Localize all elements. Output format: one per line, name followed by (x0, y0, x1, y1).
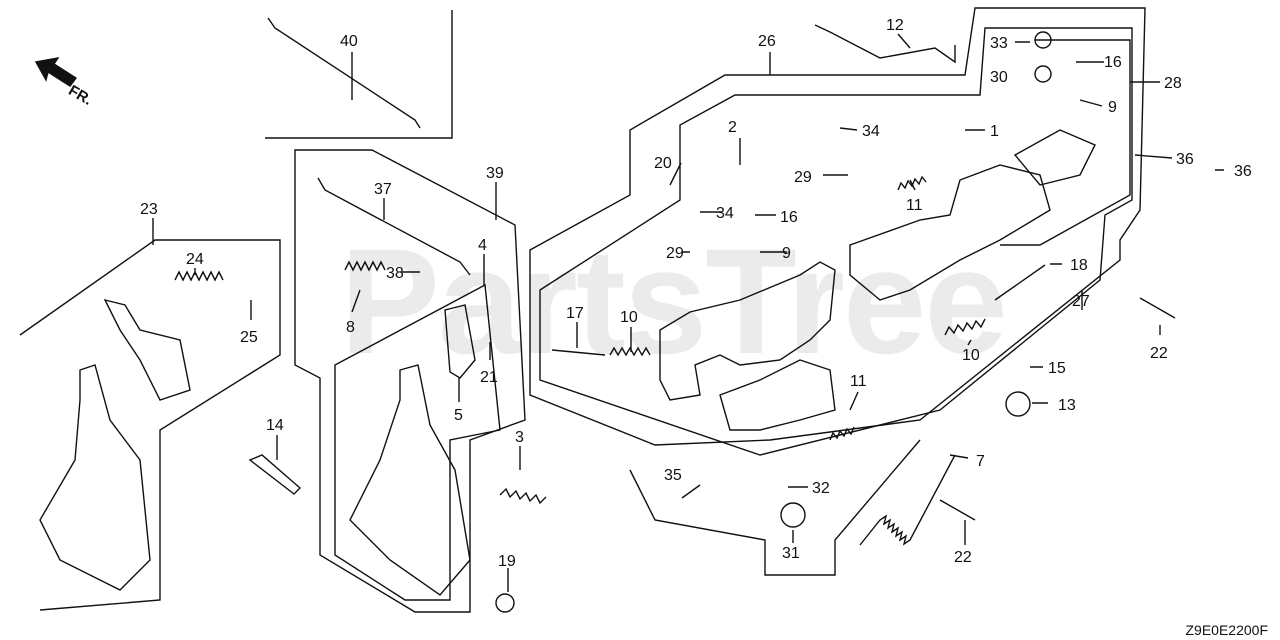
callout-11: 11 (906, 197, 923, 214)
bolt-22b (939, 499, 976, 521)
callout-30: 30 (990, 69, 1008, 86)
callout-13: 13 (1058, 397, 1076, 414)
group-outline-23 (19, 239, 281, 611)
callout-38: 38 (386, 265, 404, 282)
callout-7: 7 (976, 453, 985, 470)
callout-20: 20 (654, 155, 672, 172)
spring-11a (897, 175, 927, 191)
callout-17: 17 (566, 305, 584, 322)
bolt-17 (551, 349, 606, 356)
callout-12: 12 (886, 17, 904, 34)
spring-3 (499, 487, 547, 505)
callout-39: 39 (486, 165, 504, 182)
spring-24 (174, 270, 224, 282)
bracket-23 (103, 298, 191, 401)
callout-33: 33 (990, 35, 1008, 52)
callout-21: 21 (480, 369, 498, 386)
spring-10b (944, 318, 986, 336)
callout-11: 11 (850, 373, 867, 390)
callout-34: 34 (862, 123, 880, 140)
callout-4: 4 (478, 237, 487, 254)
callout-35: 35 (664, 467, 682, 484)
fr-arrow-icon (34, 57, 78, 87)
spring-8 (344, 260, 386, 272)
cap-31 (780, 502, 806, 528)
lower-arm (719, 359, 836, 431)
callout-1: 1 (990, 123, 999, 140)
bolt-22a (1139, 297, 1176, 319)
callout-29: 29 (794, 169, 812, 186)
callout-24: 24 (186, 251, 204, 268)
group-outline-39 (294, 149, 526, 613)
callout-19: 19 (498, 553, 516, 570)
bolt-33 (1034, 31, 1052, 49)
rod-37 (317, 177, 471, 276)
bracket-5 (444, 304, 476, 379)
group-outline-4 (334, 283, 501, 601)
callout-25: 25 (240, 329, 258, 346)
callout-15: 15 (1048, 360, 1066, 377)
callout-37: 37 (374, 181, 392, 198)
callout-22: 22 (1150, 345, 1168, 362)
bolt-18 (994, 264, 1046, 301)
callout-34: 34 (716, 205, 734, 222)
callout-28: 28 (1164, 75, 1182, 92)
callout-2: 2 (728, 119, 737, 136)
callout-3: 3 (515, 429, 524, 446)
pedal-4 (349, 364, 471, 596)
callout-10: 10 (962, 347, 980, 364)
main-bracket (659, 261, 836, 401)
callout-32: 32 (812, 480, 830, 497)
rod-12 (814, 24, 956, 64)
callout-27: 27 (1072, 293, 1090, 310)
callout-36: 36 (1234, 163, 1252, 180)
callout-18: 18 (1070, 257, 1088, 274)
callout-16: 16 (1104, 54, 1122, 71)
callout-23: 23 (140, 201, 158, 218)
callout-8: 8 (346, 319, 355, 336)
callout-9: 9 (782, 245, 791, 262)
callout-31: 31 (782, 545, 800, 562)
callout-22: 22 (954, 549, 972, 566)
group-outline-26 (529, 7, 1146, 446)
callout-16: 16 (780, 209, 798, 226)
nut-19 (495, 593, 515, 613)
spring-10a (609, 346, 651, 357)
nut-30 (1034, 65, 1052, 83)
plate-28 (1013, 129, 1096, 186)
pedal-23 (39, 364, 151, 591)
callout-14: 14 (266, 417, 284, 434)
callout-40: 40 (340, 33, 358, 50)
callout-5: 5 (454, 407, 463, 424)
group-outline-31 (629, 439, 921, 576)
group-outline-28 (1000, 39, 1131, 246)
callout-10: 10 (620, 309, 638, 326)
spring-7 (859, 454, 956, 546)
group-outline-40 (265, 10, 453, 139)
callout-9: 9 (1108, 99, 1117, 116)
knob-13 (1005, 391, 1031, 417)
control-plate (849, 164, 1051, 301)
rod-40 (267, 17, 421, 129)
callout-36: 36 (1176, 151, 1194, 168)
bolt-14 (248, 454, 302, 495)
group-outline-27 (539, 27, 1133, 456)
callout-29: 29 (666, 245, 684, 262)
diagram-code: Z9E0E2200F (1185, 622, 1269, 638)
callout-26: 26 (758, 33, 776, 50)
spring-11b (829, 426, 855, 441)
leader-lines (152, 33, 1224, 592)
